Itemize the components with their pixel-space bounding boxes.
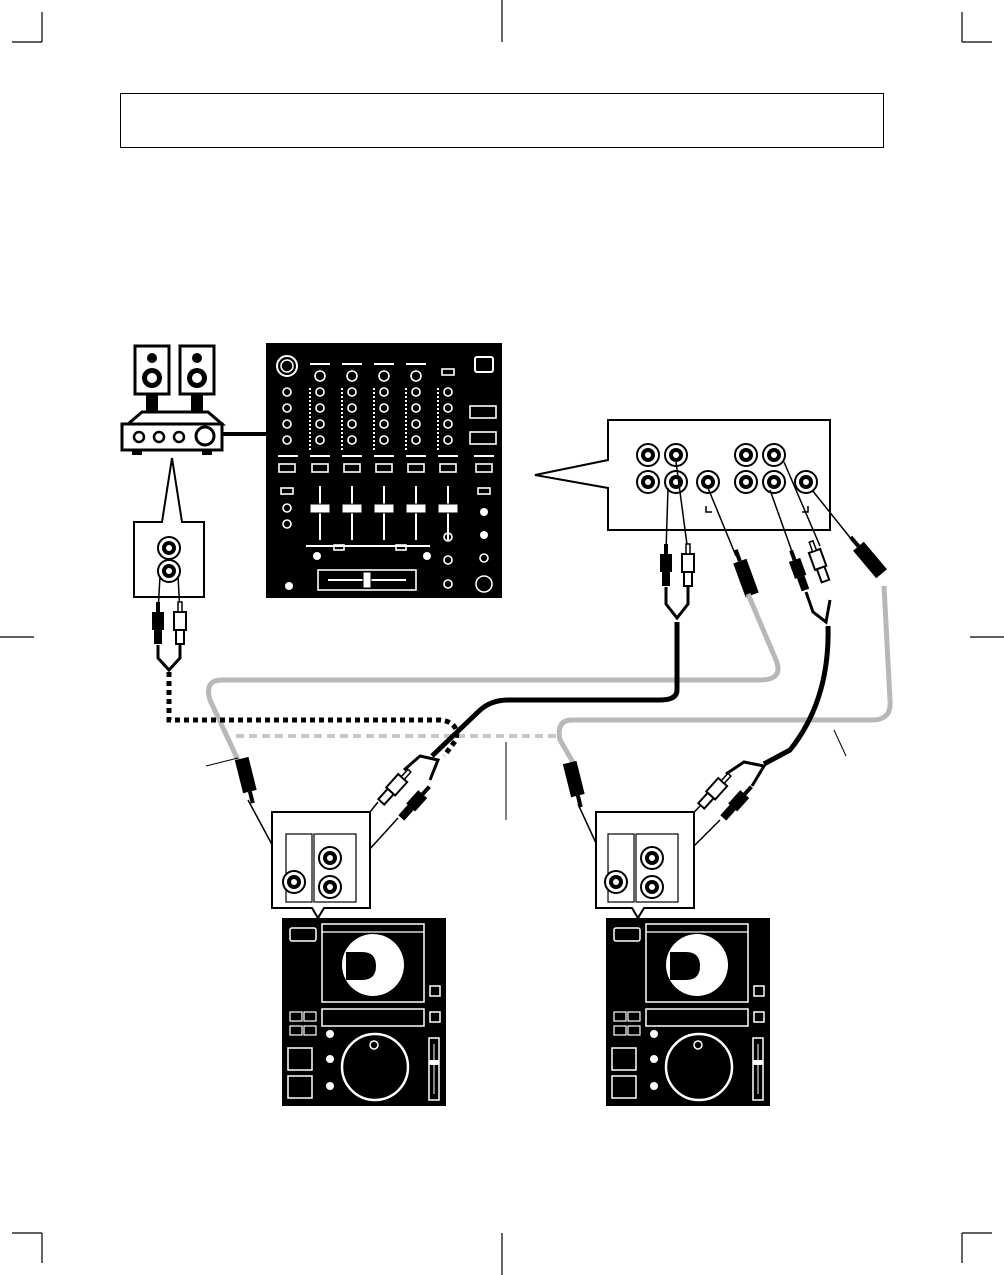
rca-input-panel-icon <box>133 457 205 673</box>
mixer-input-plugs <box>665 461 853 561</box>
cd-player-right <box>604 916 772 1108</box>
cables <box>166 585 893 767</box>
speaker-pair-icon <box>133 344 216 412</box>
label-leaders <box>205 729 847 820</box>
mixer-rear-panel-icon: L J <box>534 419 831 531</box>
amplifier-icon <box>120 410 227 455</box>
cd-player-left <box>282 918 446 1106</box>
player-right-rear-panel <box>595 811 695 920</box>
player-left-rear-panel <box>271 811 371 920</box>
header-box <box>120 93 884 148</box>
dj-mixer-icon <box>266 343 502 598</box>
